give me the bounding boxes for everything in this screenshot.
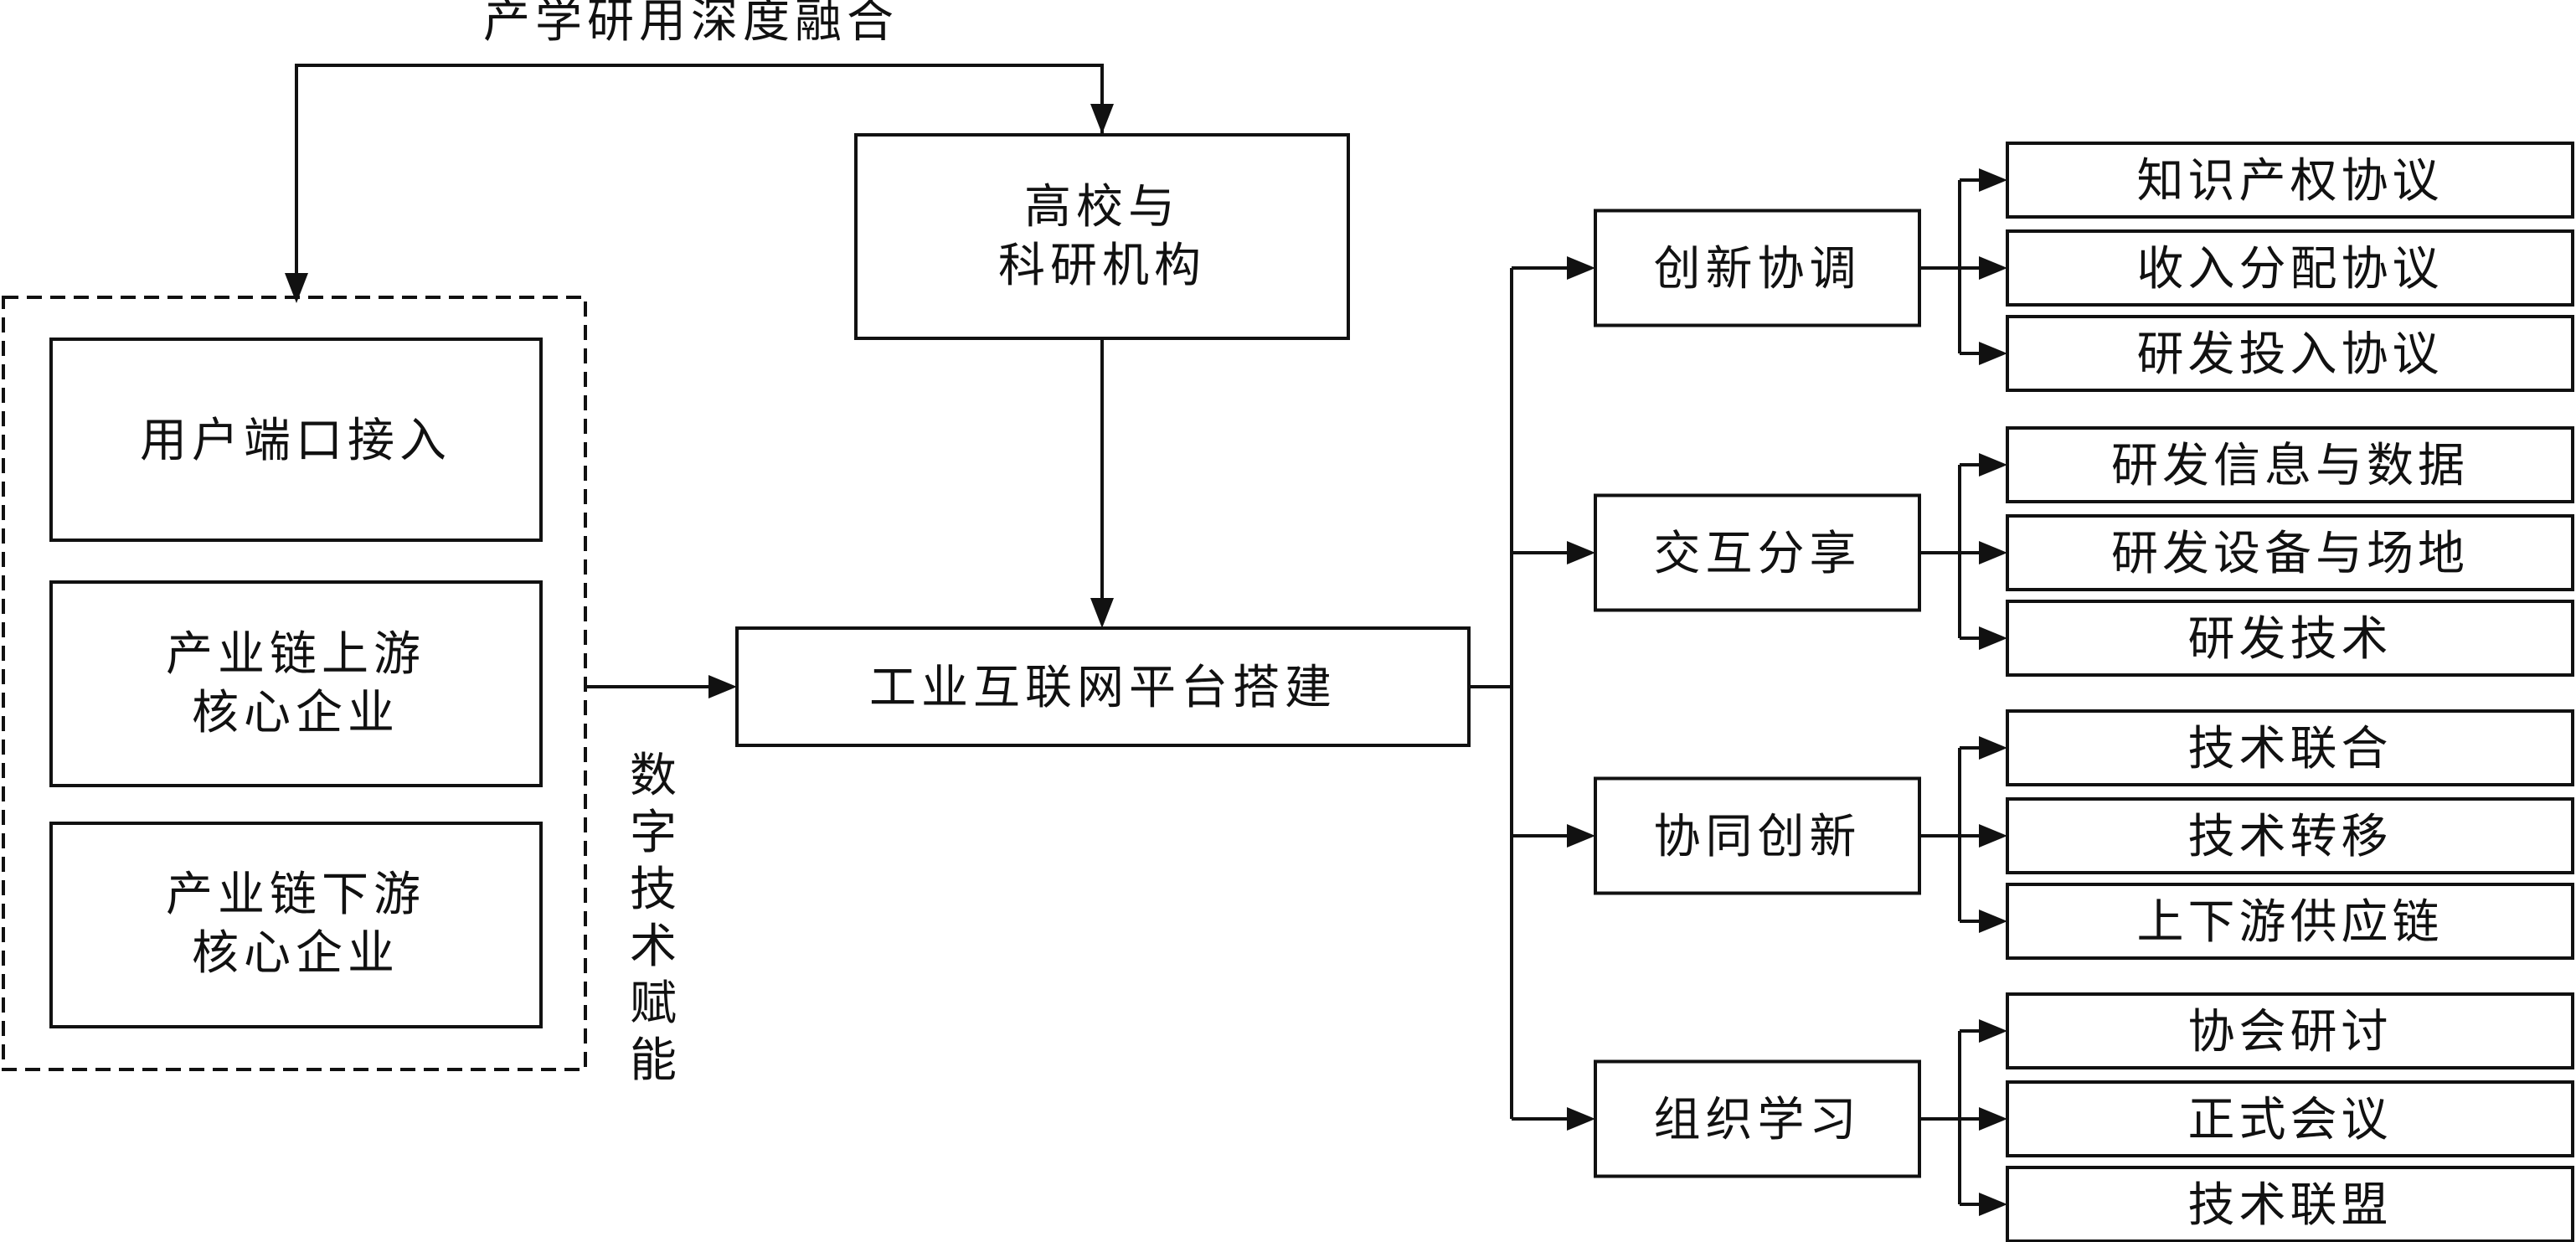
leaf-label: 研发设备与场地 [2111,527,2469,581]
branch-label: 组织学习 [1654,1093,1862,1147]
top-arrow-label: 产学研用深度融合 [483,0,899,49]
leaf-arrowhead [1979,1193,2007,1216]
leaf-label: 技术转移 [2188,810,2393,864]
leaf-arrowhead [1979,1107,2007,1131]
university-line-1: 高校与 [1024,180,1180,234]
upstream-line-1: 产业链上游 [166,627,425,682]
user-access-box [49,338,543,542]
leaf-box [2006,709,2574,786]
leaf-arrowhead [1979,453,2007,477]
leaf-arrowhead [1979,342,2007,365]
leaf-label: 技术联合 [2188,722,2393,776]
leaf-label: 正式会议 [2188,1093,2393,1147]
leaf-box [2006,514,2574,591]
branch-arrowhead [1567,1107,1595,1131]
leaf-label: 协会研讨 [2188,1005,2393,1059]
branch-arrowhead [1567,824,1595,848]
leaf-box [2006,426,2574,503]
leaf-label: 技术联盟 [2188,1178,2393,1233]
svg-text:技: 技 [630,863,682,917]
leaf-label: 研发技术 [2188,612,2393,667]
leaf-arrowhead [1979,626,2007,650]
leaf-arrowhead [1979,541,2007,564]
leaf-arrowhead [1979,910,2007,933]
leaf-arrowhead [1979,1019,2007,1043]
enterprise-group: 用户端口接入 产业链上游 核心企业 产业链下游 核心企业 [2,296,587,1071]
university-line-2: 科研机构 [998,239,1206,293]
leaf-arrowhead [1979,736,2007,760]
upstream-box [49,580,543,787]
svg-text:赋: 赋 [630,977,682,1031]
leaf-box [2006,600,2574,677]
leaf-arrowhead [1979,824,2007,848]
branch-arrowhead [1567,256,1595,280]
leaf-box [2006,142,2574,219]
university-box: 高校与 科研机构 [854,133,1350,340]
svg-text:数: 数 [630,749,682,803]
branch-label: 协同创新 [1654,810,1862,864]
leaf-box [2006,1166,2574,1242]
user-access-label: 用户端口接入 [140,414,451,468]
branch-box [1594,1059,1921,1178]
platform-box: 工业互联网平台搭建 [735,626,1471,747]
digital-empowerment-label: 数 字 技 术 赋 能 [630,749,682,1088]
leaf-label: 研发信息与数据 [2111,439,2469,493]
leaf-box [2006,1080,2574,1157]
branch-trunk [1469,268,1513,1119]
university-to-platform-arrow [1090,338,1114,628]
platform-label: 工业互联网平台搭建 [869,661,1337,715]
enterprise-to-platform-arrow [585,675,737,698]
downstream-box [49,822,543,1028]
leaf-box [2006,229,2574,307]
leaf-arrowhead [1979,168,2007,192]
leaf-label: 收入分配协议 [2137,242,2444,296]
leaf-box [2006,883,2574,960]
branch-arrowhead [1567,541,1595,564]
branch-label: 交互分享 [1654,527,1862,581]
svg-text:字: 字 [630,806,682,860]
svg-text:术: 术 [630,920,682,974]
leaf-box [2006,992,2574,1069]
leaf-box [2006,797,2574,874]
leaf-label: 知识产权协议 [2137,154,2444,209]
downstream-line-2: 核心企业 [192,926,399,981]
svg-text:能: 能 [630,1033,682,1088]
leaf-label: 上下游供应链 [2137,895,2444,950]
downstream-line-1: 产业链下游 [166,868,425,922]
leaf-label: 研发投入协议 [2137,327,2444,382]
branch-label: 创新协调 [1654,242,1862,296]
leaf-box [2006,315,2574,392]
top-feedback-arrow [285,64,1114,303]
leaf-arrowhead [1979,256,2007,280]
upstream-line-2: 核心企业 [192,686,399,740]
